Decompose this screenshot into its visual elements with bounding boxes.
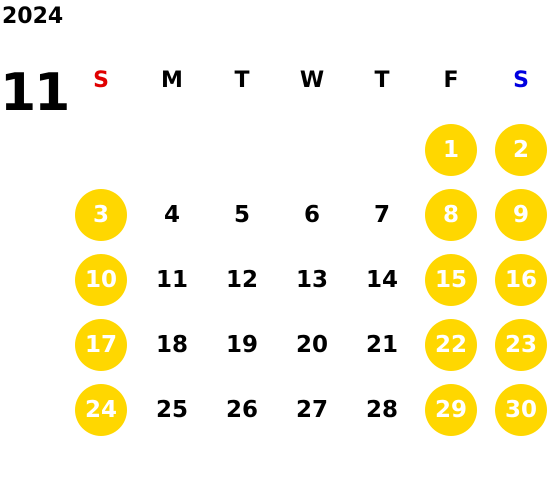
day-cell[interactable]: 26 (225, 397, 258, 423)
day-cell[interactable]: 19 (225, 332, 258, 358)
year-label: 2024 (2, 4, 64, 29)
day-cell-highlighted[interactable]: 10 (75, 254, 127, 306)
day-cell[interactable]: 21 (365, 332, 398, 358)
weekday-label: T (374, 68, 390, 93)
day-cell[interactable]: 18 (155, 332, 188, 358)
month-label: 11 (0, 63, 70, 123)
day-cell[interactable]: 20 (295, 332, 328, 358)
day-cell-highlighted[interactable]: 15 (425, 254, 477, 306)
day-cell-highlighted[interactable]: 22 (425, 319, 477, 371)
weekday-label: S (513, 68, 529, 93)
day-cell-highlighted[interactable]: 2 (495, 124, 547, 176)
day-cell[interactable]: 28 (365, 397, 398, 423)
day-cell[interactable]: 25 (155, 397, 188, 423)
day-cell-highlighted[interactable]: 1 (425, 124, 477, 176)
day-cell-highlighted[interactable]: 23 (495, 319, 547, 371)
weekday-label: S (93, 68, 109, 93)
day-cell[interactable]: 11 (155, 267, 188, 293)
day-cell[interactable]: 14 (365, 267, 398, 293)
weekday-label: M (161, 68, 183, 93)
weekday-label: W (299, 68, 325, 93)
day-cell-highlighted[interactable]: 29 (425, 384, 477, 436)
day-cell-highlighted[interactable]: 16 (495, 254, 547, 306)
day-cell-highlighted[interactable]: 9 (495, 189, 547, 241)
day-cell[interactable]: 6 (303, 202, 320, 228)
day-cell-highlighted[interactable]: 3 (75, 189, 127, 241)
day-cell-highlighted[interactable]: 17 (75, 319, 127, 371)
weekday-label: F (443, 68, 459, 93)
day-cell[interactable]: 7 (373, 202, 390, 228)
day-cell-highlighted[interactable]: 24 (75, 384, 127, 436)
day-cell-highlighted[interactable]: 30 (495, 384, 547, 436)
day-cell[interactable]: 4 (163, 202, 180, 228)
day-cell-highlighted[interactable]: 8 (425, 189, 477, 241)
day-cell[interactable]: 13 (295, 267, 328, 293)
day-cell[interactable]: 27 (295, 397, 328, 423)
day-cell[interactable]: 12 (225, 267, 258, 293)
weekday-label: T (234, 68, 250, 93)
day-cell[interactable]: 5 (233, 202, 250, 228)
